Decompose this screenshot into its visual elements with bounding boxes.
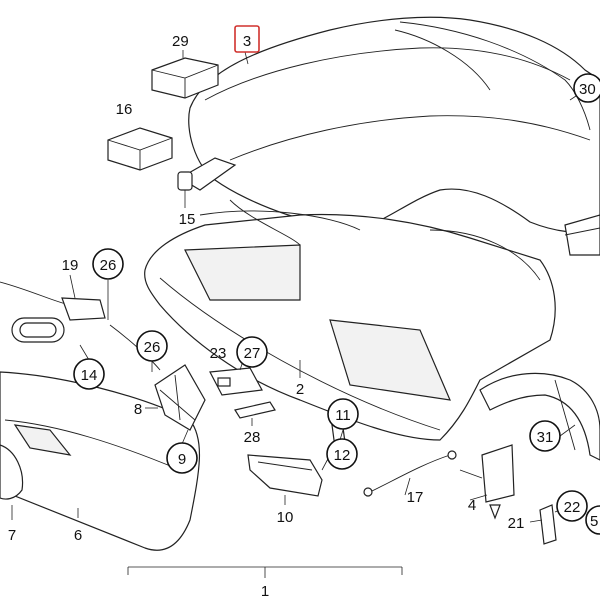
part-7-piece[interactable] [0, 444, 24, 500]
part-21-pin[interactable] [539, 504, 557, 545]
circle-31 [529, 420, 561, 452]
label-31[interactable]: 31 [537, 429, 554, 446]
part-29-box[interactable] [151, 57, 219, 99]
circle-11 [327, 398, 359, 430]
label-4[interactable]: 4 [468, 497, 476, 514]
label-15[interactable]: 15 [179, 211, 196, 228]
label-27[interactable]: 27 [244, 345, 261, 362]
label-22[interactable]: 22 [564, 499, 581, 516]
label-5[interactable]: 5 [590, 513, 598, 530]
part-28-strip[interactable] [234, 401, 276, 419]
label-26-lower[interactable]: 26 [144, 339, 161, 356]
part-14-seal[interactable] [11, 317, 65, 343]
circle-26-lower [136, 330, 168, 362]
label-26-upper[interactable]: 26 [100, 257, 117, 274]
rear-window-frame[interactable] [144, 199, 556, 441]
circle-26-upper [92, 248, 124, 280]
circle-9 [166, 442, 198, 474]
part-15-hook[interactable] [177, 157, 237, 208]
label-19[interactable]: 19 [62, 257, 79, 274]
part-17-cable[interactable] [363, 450, 457, 497]
label-6[interactable]: 6 [74, 527, 82, 544]
label-16[interactable]: 16 [116, 101, 133, 118]
part-30-block[interactable] [564, 214, 600, 256]
circle-27 [236, 336, 268, 368]
assembly-bracket-line [127, 566, 403, 578]
label-23[interactable]: 23 [210, 345, 227, 362]
callout-labels: 29 3 30 16 15 19 26 14 26 23 27 8 9 28 2… [8, 25, 600, 600]
label-10[interactable]: 10 [277, 509, 294, 526]
part-8-bracket[interactable] [154, 364, 206, 431]
label-2[interactable]: 2 [296, 381, 304, 398]
label-21[interactable]: 21 [508, 515, 525, 532]
soft-top-cover[interactable] [188, 16, 600, 233]
circle-30 [573, 73, 600, 103]
label-9[interactable]: 9 [178, 451, 186, 468]
label-11[interactable]: 11 [335, 407, 351, 424]
label-17[interactable]: 17 [407, 489, 424, 506]
circle-14 [73, 358, 105, 390]
label-12[interactable]: 12 [334, 447, 351, 464]
part-4-bracket[interactable] [459, 444, 515, 520]
label-8[interactable]: 8 [134, 401, 142, 418]
label-14[interactable]: 14 [81, 367, 98, 384]
part-23-latch[interactable] [209, 367, 263, 396]
label-29[interactable]: 29 [172, 33, 189, 50]
label-3[interactable]: 3 [243, 33, 251, 50]
circle-22 [556, 490, 588, 522]
label-30[interactable]: 30 [579, 81, 596, 98]
circle-12 [326, 438, 358, 470]
lower-rear-panel[interactable] [0, 371, 201, 551]
label-28[interactable]: 28 [244, 429, 261, 446]
side-frame-arm[interactable] [479, 372, 600, 461]
highlight-box-3 [234, 25, 260, 53]
part-16-box[interactable] [107, 127, 173, 171]
circle-5 [585, 505, 600, 535]
label-7[interactable]: 7 [8, 527, 16, 544]
label-1[interactable]: 1 [261, 583, 269, 600]
part-10-bracket[interactable] [247, 454, 323, 497]
